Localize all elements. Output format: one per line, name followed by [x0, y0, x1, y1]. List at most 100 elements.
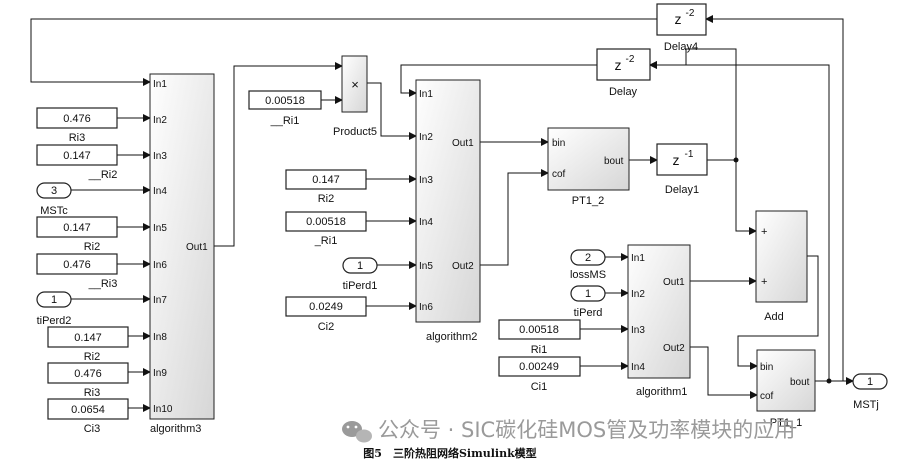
wire-junction-to-add [735, 160, 757, 235]
constant-ri2-a-value: 0.147 [63, 150, 91, 162]
constant-ri1-a-value: 0.00518 [265, 95, 305, 107]
alg3-inport-5: In5 [153, 223, 167, 234]
wire-add-to-pt11-bin [737, 255, 819, 370]
inport-tiperd[interactable]: 1 tiPerd [570, 285, 606, 319]
alg2-outport-2: Out2 [452, 261, 474, 272]
constant-ri3-c-value: 0.476 [74, 368, 102, 380]
alg1-inport-3: In3 [631, 325, 645, 336]
constant-ri2-c-label: Ri2 [84, 351, 101, 363]
alg1-outport-2: Out2 [663, 343, 685, 354]
constant-ri3-b[interactable]: 0.476 __Ri3 [36, 253, 118, 290]
inport-mstc-label: MSTc [40, 205, 68, 217]
constant-ri3-a[interactable]: 0.476 Ri3 [36, 107, 118, 144]
alg2-inport-3: In3 [419, 175, 433, 186]
outport-mstj[interactable]: 1 MSTj [852, 373, 888, 411]
block-add[interactable]: + + Add [755, 210, 808, 323]
inport-mstc[interactable]: 3 MSTc [36, 182, 72, 217]
delay4-exponent: -2 [686, 8, 695, 19]
constant-ri2-b[interactable]: 0.147 Ri2 [36, 216, 118, 253]
pt12-inport-cof: cof [552, 169, 566, 180]
constant-ri2-b-label: Ri2 [84, 241, 101, 253]
inport-tiperd1-label: tiPerd1 [343, 280, 378, 292]
junction-dot-delay1 [733, 157, 739, 163]
pt12-name: PT1_2 [572, 195, 604, 207]
outport-mstj-number: 1 [867, 376, 873, 388]
constant-ri2-a[interactable]: 0.147 __Ri2 [36, 144, 118, 181]
alg2-inport-5: In5 [419, 261, 433, 272]
pt12-inport-bin: bin [552, 138, 565, 149]
pt11-outport-bout: bout [790, 377, 810, 388]
block-algorithm3[interactable]: In1 In2 In3 In4 In5 In6 In7 In8 In9 In10… [149, 73, 215, 435]
inport-lossms[interactable]: 2 lossMS [570, 249, 606, 281]
alg2-name: algorithm2 [426, 331, 477, 343]
inport-tiperd1-number: 1 [357, 260, 363, 272]
block-pt1-1[interactable]: bin cof bout PT1_1 [756, 349, 816, 429]
constant-ri1-a-label: __Ri1 [270, 115, 300, 127]
block-delay1[interactable]: z -1 Delay1 [656, 143, 708, 196]
constant-ri1-a[interactable]: 0.00518 __Ri1 [248, 90, 322, 127]
alg1-inport-1: In1 [631, 253, 645, 264]
constant-ri1-b[interactable]: 0.00518 _Ri1 [285, 211, 367, 247]
constant-ci2[interactable]: 0.0249 Ci2 [285, 296, 367, 333]
delay4-base: z [675, 11, 682, 27]
constant-ri2-d[interactable]: 0.147 Ri2 [285, 169, 367, 205]
inport-mstc-number: 3 [51, 185, 57, 197]
alg3-inport-10: In10 [153, 404, 173, 415]
constant-ci1-value: 0.00249 [519, 361, 559, 373]
constant-ri1-c-value: 0.00518 [519, 324, 559, 336]
block-algorithm2[interactable]: In1 In2 In3 In4 In5 In6 Out1 Out2 algori… [415, 79, 481, 343]
block-delay4[interactable]: z -2 Delay4 [656, 3, 707, 53]
wire-product5-to-alg2-in2 [367, 82, 417, 140]
alg3-inport-7: In7 [153, 295, 167, 306]
constant-ri2-a-label: __Ri2 [88, 169, 118, 181]
alg1-outport-1: Out1 [663, 277, 685, 288]
alg3-name: algorithm3 [150, 423, 201, 435]
delay1-exponent: -1 [685, 149, 694, 160]
constant-ci1-label: Ci1 [531, 381, 548, 393]
constant-ri1-b-value: 0.00518 [306, 216, 346, 228]
constant-ri2-c[interactable]: 0.147 Ri2 [47, 326, 129, 363]
inport-tiperd1[interactable]: 1 tiPerd1 [342, 257, 378, 292]
watermark: 公众号 · SIC碳化硅MOS管及功率模块的应用 [342, 418, 795, 443]
delay1-base: z [673, 152, 680, 168]
junction-dot-pt11 [826, 378, 832, 384]
alg2-inport-4: In4 [419, 217, 433, 228]
alg2-inport-2: In2 [419, 132, 433, 143]
constant-ri2-d-value: 0.147 [312, 174, 340, 186]
inport-tiperd2-number: 1 [51, 294, 57, 306]
constant-ri3-c-label: Ri3 [84, 387, 101, 399]
alg3-inport-4: In4 [153, 186, 167, 197]
alg3-inport-6: In6 [153, 260, 167, 271]
block-product5[interactable]: × Product5 [333, 55, 377, 138]
pt12-outport-bout: bout [604, 156, 624, 167]
wire-alg2-out2-to-pt12-cof [480, 169, 549, 266]
wechat-icon [342, 421, 372, 443]
constant-ri2-c-value: 0.147 [74, 332, 102, 344]
constant-ri1-c[interactable]: 0.00518 Ri1 [498, 319, 581, 356]
constant-ri3-a-label: Ri3 [69, 132, 86, 144]
alg1-name: algorithm1 [636, 386, 687, 398]
wire-feedback-to-delay [649, 61, 830, 381]
constant-ci3-value: 0.0654 [71, 404, 105, 416]
wire-junction-to-delay [649, 48, 737, 160]
constant-ri2-b-value: 0.147 [63, 222, 91, 234]
block-delay[interactable]: z -2 Delay [596, 48, 651, 98]
block-algorithm1[interactable]: In1 In2 In3 In4 Out1 Out2 algorithm1 [627, 244, 691, 398]
alg3-inport-3: In3 [153, 151, 167, 162]
constant-ri2-d-label: Ri2 [318, 193, 335, 205]
alg3-inport-8: In8 [153, 332, 167, 343]
pt11-inport-cof: cof [760, 391, 774, 402]
signal-lines [30, 15, 854, 412]
constant-ci3[interactable]: 0.0654 Ci3 [47, 398, 129, 435]
block-pt1-2[interactable]: bin cof bout PT1_2 [547, 127, 630, 207]
delay-exponent: -2 [626, 54, 635, 65]
constant-ri1-b-label: _Ri1 [314, 235, 338, 247]
inport-tiperd2[interactable]: 1 tiPerd2 [36, 291, 72, 327]
outport-mstj-label: MSTj [853, 399, 879, 411]
inport-lossms-number: 2 [585, 252, 591, 264]
delay-base: z [615, 57, 622, 73]
constant-ri3-c[interactable]: 0.476 Ri3 [47, 362, 129, 399]
inport-lossms-label: lossMS [570, 269, 606, 281]
constant-ci1[interactable]: 0.00249 Ci1 [498, 356, 581, 393]
